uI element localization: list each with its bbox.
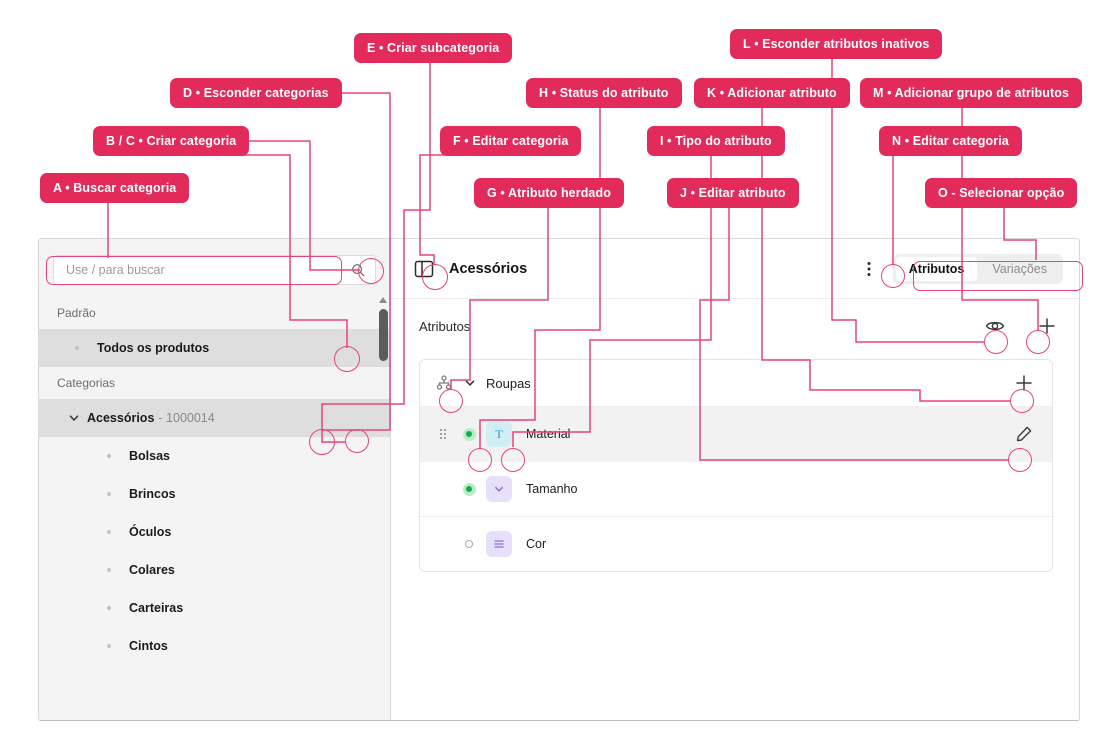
status-indicator[interactable] [452, 427, 486, 441]
sidebar-item-acessorios[interactable]: Acessórios- 1000014 [39, 399, 390, 437]
attribute-group-label: Roupas [486, 375, 531, 391]
attribute-label: Tamanho [526, 482, 578, 496]
bullet-icon [107, 568, 111, 572]
sidebar-item-label: Acessórios- 1000014 [87, 411, 215, 425]
sidebar-item-oculos[interactable]: Óculos [39, 513, 390, 551]
plus-icon[interactable] [1037, 316, 1057, 336]
status-indicator[interactable] [452, 482, 486, 496]
scrollbar-thumb[interactable] [378, 309, 388, 361]
search-icon [352, 264, 365, 277]
list-type-icon[interactable] [486, 531, 512, 557]
annotation-badge-A: A • Buscar categoria [40, 173, 190, 203]
sidebar-item-label: Óculos [129, 525, 172, 539]
annotation-badge-B: B / C • Criar categoria [93, 126, 250, 156]
annotation-badge-G: G • Atributo herdado [474, 178, 624, 208]
annotation-badge-I: I • Tipo do atributo [647, 126, 785, 156]
attribute-label: Cor [526, 537, 547, 551]
annotation-badge-M: M • Adicionar grupo de atributos [860, 78, 1083, 108]
search-box[interactable] [53, 255, 376, 285]
select-type-icon[interactable] [486, 476, 512, 502]
attribute-row-tamanho[interactable]: Tamanho [420, 461, 1052, 516]
status-active-dot [462, 482, 476, 496]
sidebar-scrollbar[interactable] [376, 295, 390, 720]
attribute-label: Material [526, 427, 571, 441]
attribute-row-material[interactable]: T Material [420, 406, 1052, 461]
status-indicator[interactable] [452, 540, 486, 548]
bullet-icon [107, 492, 111, 496]
sidebar-toggle-icon[interactable] [413, 258, 435, 280]
status-inactive-dot [465, 540, 473, 548]
chevron-down-icon[interactable] [464, 377, 476, 389]
tab-group: Atributos Variações [892, 253, 1063, 284]
sidebar-item-label: Todos os produtos [97, 341, 210, 355]
eye-icon[interactable] [985, 316, 1005, 336]
chevron-down-icon[interactable] [61, 412, 87, 424]
inherited-icon [436, 375, 452, 390]
attribute-group-card: Roupas [419, 359, 1053, 572]
annotation-badge-J: J • Editar atributo [667, 178, 799, 208]
tab-variacoes[interactable]: Variações [992, 261, 1047, 276]
attributes-section-header: Atributos [391, 299, 1079, 353]
drag-handle-icon[interactable] [434, 427, 452, 441]
sidebar-item-label: Bolsas [129, 449, 170, 463]
sidebar-group-label-categorias: Categorias [39, 367, 390, 399]
scroll-up-arrow-icon[interactable] [378, 295, 388, 305]
text-type-icon[interactable]: T [486, 421, 512, 447]
sidebar-item-colares[interactable]: Colares [39, 551, 390, 589]
status-active-dot [462, 427, 476, 441]
sidebar-item-todos-os-produtos[interactable]: Todos os produtos [39, 329, 390, 367]
attribute-group-header-roupas[interactable]: Roupas [420, 360, 1052, 406]
annotation-badge-H: H • Status do atributo [526, 78, 682, 108]
plus-icon[interactable] [1014, 373, 1034, 393]
pencil-icon[interactable] [1014, 424, 1034, 444]
sidebar-item-bolsas[interactable]: Bolsas [39, 437, 390, 475]
search-input[interactable] [64, 262, 345, 278]
sidebar-item-label: Cintos [129, 639, 168, 653]
attribute-row-cor[interactable]: Cor [420, 516, 1052, 571]
section-label: Atributos [419, 318, 471, 334]
annotation-badge-O: O - Selecionar opção [925, 178, 1078, 208]
tab-atributos[interactable]: Atributos [895, 256, 978, 281]
sidebar-item-label: Colares [129, 563, 175, 577]
search-area [39, 239, 390, 297]
kebab-menu-icon[interactable] [859, 259, 879, 279]
main-panel: Acessórios Atributos Variações Atributos [391, 239, 1079, 720]
sidebar-item-label: Carteiras [129, 601, 184, 615]
svg-text:T: T [495, 427, 503, 441]
category-sidebar: Padrão Todos os produtos Categorias Aces… [39, 239, 391, 720]
bullet-icon [107, 454, 111, 458]
bullet-icon [75, 346, 79, 350]
annotation-badge-L: L • Esconder atributos inativos [730, 29, 943, 59]
sidebar-item-cintos[interactable]: Cintos [39, 627, 390, 665]
bullet-icon [107, 530, 111, 534]
annotation-badge-E: E • Criar subcategoria [354, 33, 513, 63]
annotation-badge-N: N • Editar categoria [879, 126, 1022, 156]
bullet-icon [107, 606, 111, 610]
bullet-icon [107, 644, 111, 648]
sidebar-group-label-padrao: Padrão [39, 297, 390, 329]
main-topbar: Acessórios Atributos Variações [391, 239, 1079, 299]
page-title: Acessórios [449, 260, 528, 277]
annotation-badge-K: K • Adicionar atributo [694, 78, 850, 108]
sidebar-item-carteiras[interactable]: Carteiras [39, 589, 390, 627]
annotation-badge-F: F • Editar categoria [440, 126, 582, 156]
annotation-badge-D: D • Esconder categorias [170, 78, 342, 108]
app-window: Padrão Todos os produtos Categorias Aces… [38, 238, 1080, 721]
sidebar-item-brincos[interactable]: Brincos [39, 475, 390, 513]
sidebar-item-label: Brincos [129, 487, 176, 501]
